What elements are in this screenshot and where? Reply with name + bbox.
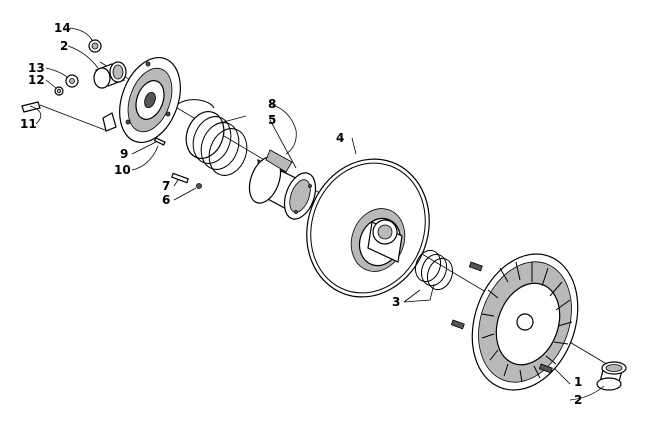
- part-roller: [65, 74, 79, 88]
- callout-13: 13: [28, 61, 45, 75]
- callout-8: 8: [268, 97, 276, 111]
- part-spider-plate: [102, 56, 181, 144]
- part-spring: [177, 99, 248, 176]
- part-sheave-disc: [306, 158, 430, 298]
- callout-2-bottom: 2: [574, 393, 582, 407]
- part-nut: [88, 39, 102, 53]
- callout-2-top: 2: [60, 39, 68, 53]
- callout-6: 6: [162, 193, 170, 207]
- part-pin: [21, 101, 106, 131]
- part-small-springs: [414, 249, 454, 291]
- callout-12: 12: [28, 73, 45, 87]
- part-bushing-bottom: [596, 361, 627, 391]
- callout-5: 5: [268, 113, 276, 127]
- part-cam-housing: [248, 149, 317, 220]
- part-cam-pin: [171, 172, 189, 184]
- callout-7: 7: [162, 179, 170, 193]
- callout-4: 4: [336, 131, 344, 145]
- callout-3: 3: [392, 295, 400, 309]
- leader-lines: [29, 27, 605, 401]
- callout-9: 9: [120, 147, 128, 161]
- part-washer: [54, 86, 64, 96]
- part-small-pin: [153, 137, 166, 146]
- part-ball: [196, 183, 202, 189]
- callout-10: 10: [114, 163, 131, 177]
- callout-14: 14: [54, 21, 71, 35]
- part-bushing-top: [93, 61, 127, 89]
- callout-11: 11: [20, 117, 37, 131]
- callout-1: 1: [574, 375, 582, 389]
- part-movable-sheave: [450, 253, 579, 391]
